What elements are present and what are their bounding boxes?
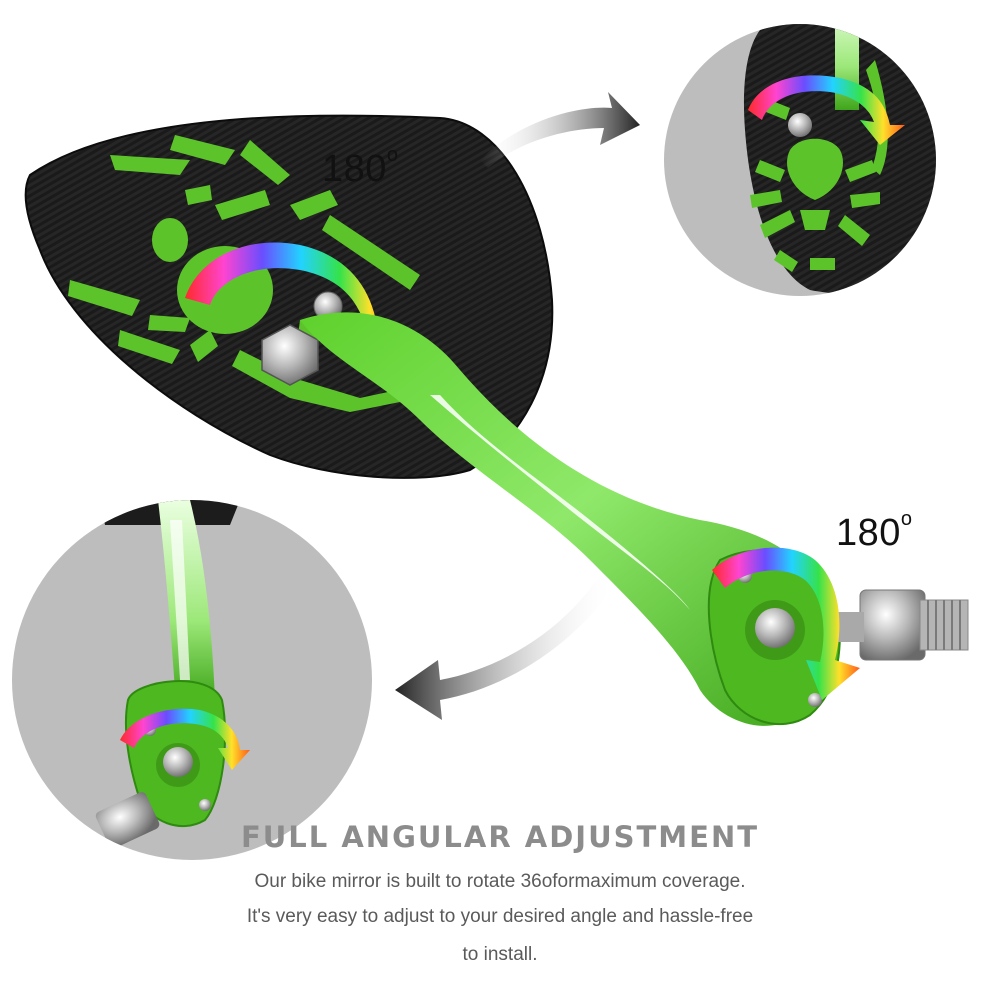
- caption-line-2: It's very easy to adjust to your desired…: [246, 906, 754, 927]
- caption-line-3: to install.: [462, 944, 538, 965]
- angle-value: 180: [836, 512, 901, 554]
- inset-base-rotation: [12, 500, 372, 860]
- rotate-arrow-icon: [185, 242, 400, 372]
- rotation-label-right: 180o: [836, 508, 913, 555]
- mirror-arm: [300, 312, 969, 726]
- threaded-stud: [838, 589, 969, 661]
- caption-headline: FULL ANGULAR ADJUSTMENT: [240, 820, 760, 854]
- caption-line-1: Our bike mirror is built to rotate 36ofo…: [254, 871, 746, 892]
- degree-symbol: o: [900, 508, 913, 531]
- mirror-head: [24, 114, 554, 479]
- angle-value: 180: [322, 148, 387, 190]
- rotate-arrow-icon: [712, 547, 860, 700]
- curved-arrow-icon: [480, 92, 640, 168]
- rotation-label-top: 180o: [322, 144, 399, 191]
- inset-mirror-rotation: [664, 24, 936, 296]
- curved-arrow-icon: [395, 575, 615, 720]
- degree-symbol: o: [386, 144, 399, 167]
